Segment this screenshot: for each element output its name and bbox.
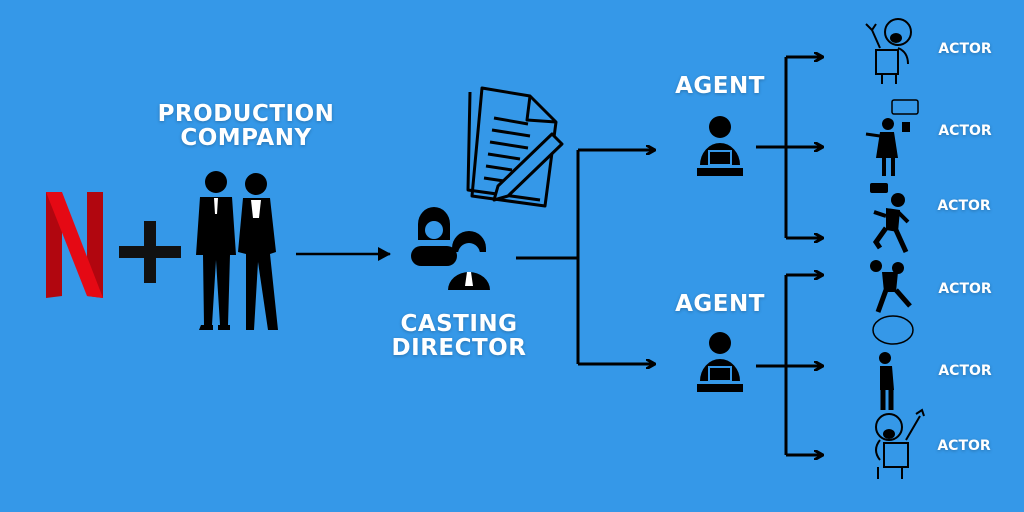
agent-label: AGENT — [675, 73, 765, 99]
actor-speaking-icon — [865, 99, 919, 176]
actor-reading-script-icon — [865, 18, 912, 84]
agent-laptop-icon — [697, 332, 743, 392]
actor-label: ACTOR — [938, 363, 992, 379]
casting-director-label-line1: CASTING — [400, 311, 518, 337]
actor-dancing-icon — [870, 183, 910, 254]
connector-agent1-to-actors — [756, 57, 822, 238]
casting-director-label-line2: DIRECTOR — [391, 335, 527, 362]
connector-casting-to-agents — [516, 150, 654, 364]
actor-thinking-icon — [872, 315, 914, 410]
actor-label: ACTOR — [938, 123, 992, 139]
actor-juggling-icon — [870, 260, 912, 313]
production-company-label-line1: PRODUCTION — [157, 101, 335, 127]
connector-agent2-to-actors — [756, 275, 822, 455]
production-company-label-line2: COMPANY — [180, 125, 312, 152]
actor-reading-script-icon — [875, 408, 925, 479]
casting-director-icon — [411, 207, 490, 290]
actor-label: ACTOR — [937, 198, 991, 214]
plus-icon — [119, 221, 181, 283]
actor-label: ACTOR — [938, 281, 992, 297]
agent-label: AGENT — [675, 291, 765, 317]
actor-label: ACTOR — [937, 438, 991, 454]
actor-label: ACTOR — [938, 41, 992, 57]
netflix-logo-icon — [46, 192, 103, 298]
production-company-label: PRODUCTION COMPANY — [148, 102, 344, 150]
agent-laptop-icon — [697, 116, 743, 176]
casting-director-label: CASTING DIRECTOR — [384, 312, 534, 360]
business-people-icon — [196, 171, 278, 330]
script-document-icon — [466, 86, 564, 208]
